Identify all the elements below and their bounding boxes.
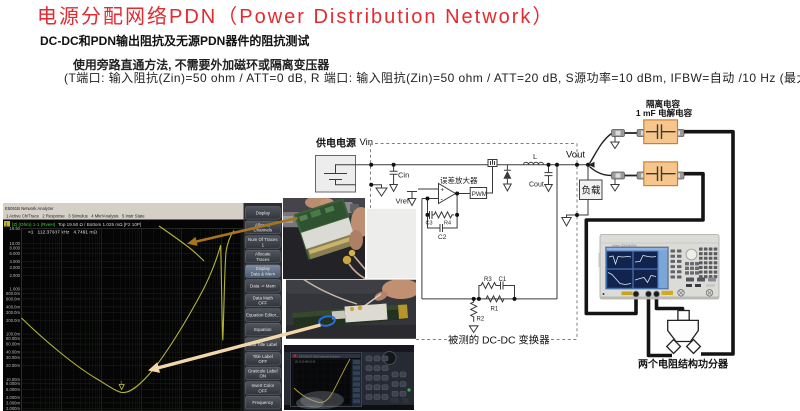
- svg-text:KEYSIGHT ENA Network Analyzer: KEYSIGHT ENA Network Analyzer: [299, 354, 340, 358]
- svg-text:300.0m: 300.0m: [6, 310, 20, 315]
- svg-text:|Z| 10.00 dB/ 10.00: |Z| 10.00 dB/ 10.00: [295, 361, 316, 364]
- svg-text:400.0m: 400.0m: [6, 304, 20, 309]
- svg-text:被测的 DC-DC 变换器: 被测的 DC-DC 变换器: [448, 334, 550, 347]
- svg-text:Cin: Cin: [398, 171, 409, 180]
- svg-text:Invert Color: Invert Color: [251, 383, 274, 388]
- svg-text:100.0m: 100.0m: [6, 332, 20, 337]
- svg-text:800.0m: 800.0m: [6, 291, 20, 296]
- svg-text:OFF: OFF: [258, 388, 267, 393]
- svg-text:Title Label: Title Label: [253, 354, 273, 359]
- svg-text:R4: R4: [444, 221, 451, 227]
- svg-text:Equation: Equation: [254, 327, 272, 332]
- svg-text:R3: R3: [484, 277, 492, 283]
- svg-text:8.000m: 8.000m: [6, 381, 20, 386]
- svg-text:8.000: 8.000: [10, 246, 21, 251]
- svg-text:隔离电容: 隔离电容: [646, 99, 681, 109]
- svg-text:3.000: 3.000: [10, 265, 21, 270]
- svg-text:10.00: 10.00: [10, 241, 21, 246]
- svg-text:Allocate: Allocate: [255, 252, 271, 257]
- svg-text:Data -> Mem: Data -> Mem: [250, 283, 276, 288]
- svg-text:Vin: Vin: [360, 137, 374, 148]
- svg-text:Vout: Vout: [566, 150, 585, 161]
- svg-text:OFF: OFF: [258, 359, 267, 364]
- svg-text:Vref: Vref: [396, 197, 410, 206]
- svg-text:<1 112.37687 kHz 4.7491 mΩ: <1 112.37687 kHz 4.7491 mΩ: [28, 230, 97, 236]
- svg-text:600.0m: 600.0m: [6, 296, 20, 301]
- svg-text:R1: R1: [491, 307, 499, 313]
- svg-text:C3: C3: [426, 221, 433, 227]
- svg-text:30.00m: 30.00m: [6, 355, 20, 360]
- svg-text:L: L: [533, 152, 537, 161]
- svg-text:供电电源: 供电电源: [315, 137, 356, 150]
- svg-text:C1: C1: [499, 277, 507, 283]
- svg-text:1.000: 1.000: [10, 286, 21, 291]
- svg-text:Graticule Label: Graticule Label: [248, 368, 278, 373]
- svg-text:误差放大器: 误差放大器: [440, 175, 478, 185]
- svg-text:Cout: Cout: [529, 182, 544, 189]
- svg-text:1: 1: [120, 380, 123, 385]
- svg-text:OFF: OFF: [258, 301, 267, 306]
- svg-text:Equation Editor...: Equation Editor...: [246, 313, 279, 318]
- svg-text:2.000: 2.000: [10, 273, 21, 278]
- svg-text:4.000m: 4.000m: [6, 395, 20, 400]
- svg-text:1 mF 电解电容: 1 mF 电解电容: [636, 108, 693, 118]
- svg-text:10.00m: 10.00m: [6, 377, 20, 382]
- svg-text:负载: 负载: [582, 185, 602, 197]
- svg-text:1: 1: [5, 222, 8, 227]
- svg-text:E5061B Network Analyzer: E5061B Network Analyzer: [5, 206, 54, 211]
- svg-text:Agilent E5061B ENA: Agilent E5061B ENA: [612, 243, 637, 247]
- svg-text:Data Math: Data Math: [253, 295, 274, 300]
- svg-text:Channels: Channels: [254, 228, 273, 233]
- svg-text:40.00m: 40.00m: [6, 350, 20, 355]
- svg-text:PWM: PWM: [472, 191, 487, 198]
- svg-text:R2: R2: [477, 317, 485, 323]
- svg-text:6.000: 6.000: [10, 251, 21, 256]
- svg-text:+: +: [441, 188, 445, 194]
- svg-text:19.50: 19.50: [10, 226, 21, 231]
- svg-text:1: 1: [262, 242, 265, 247]
- svg-text:Display: Display: [256, 210, 271, 215]
- svg-text:60.00m: 60.00m: [6, 342, 20, 347]
- svg-text:Traces: Traces: [256, 257, 270, 262]
- svg-text:Data & Mem: Data & Mem: [251, 272, 276, 277]
- svg-text:两个电阻结构功分器: 两个电阻结构功分器: [638, 358, 729, 371]
- svg-text:3.000m: 3.000m: [6, 400, 20, 405]
- svg-text:2.000m: 2.000m: [6, 406, 20, 411]
- svg-text:-: -: [441, 197, 444, 204]
- svg-text:Num Of Traces: Num Of Traces: [248, 237, 278, 242]
- svg-text:Frequency: Frequency: [252, 400, 274, 405]
- svg-text:C2: C2: [438, 234, 447, 241]
- svg-text:6.000m: 6.000m: [6, 387, 20, 392]
- svg-text:20.00m: 20.00m: [6, 363, 20, 368]
- svg-text:1 Active Ch/Trace 2 Response: 1 Active Ch/Trace 2 Response 3 Stimulus …: [6, 214, 145, 219]
- svg-text:Display: Display: [256, 266, 271, 271]
- svg-text:80.00m: 80.00m: [6, 336, 20, 341]
- svg-text:4.000: 4.000: [10, 259, 21, 264]
- svg-text:ON: ON: [260, 374, 267, 379]
- svg-text:|Z| (Ohm) 1-1 (RveH): |Z| (Ohm) 1-1 (RveH): [12, 222, 56, 227]
- svg-text:Top 19.50 Ω / Bottom 1.025 mΩ: Top 19.50 Ω / Bottom 1.025 mΩ [F2 10P]: [58, 222, 141, 227]
- svg-text:Edit Title Label: Edit Title Label: [248, 342, 277, 347]
- svg-text:200.0m: 200.0m: [6, 318, 20, 323]
